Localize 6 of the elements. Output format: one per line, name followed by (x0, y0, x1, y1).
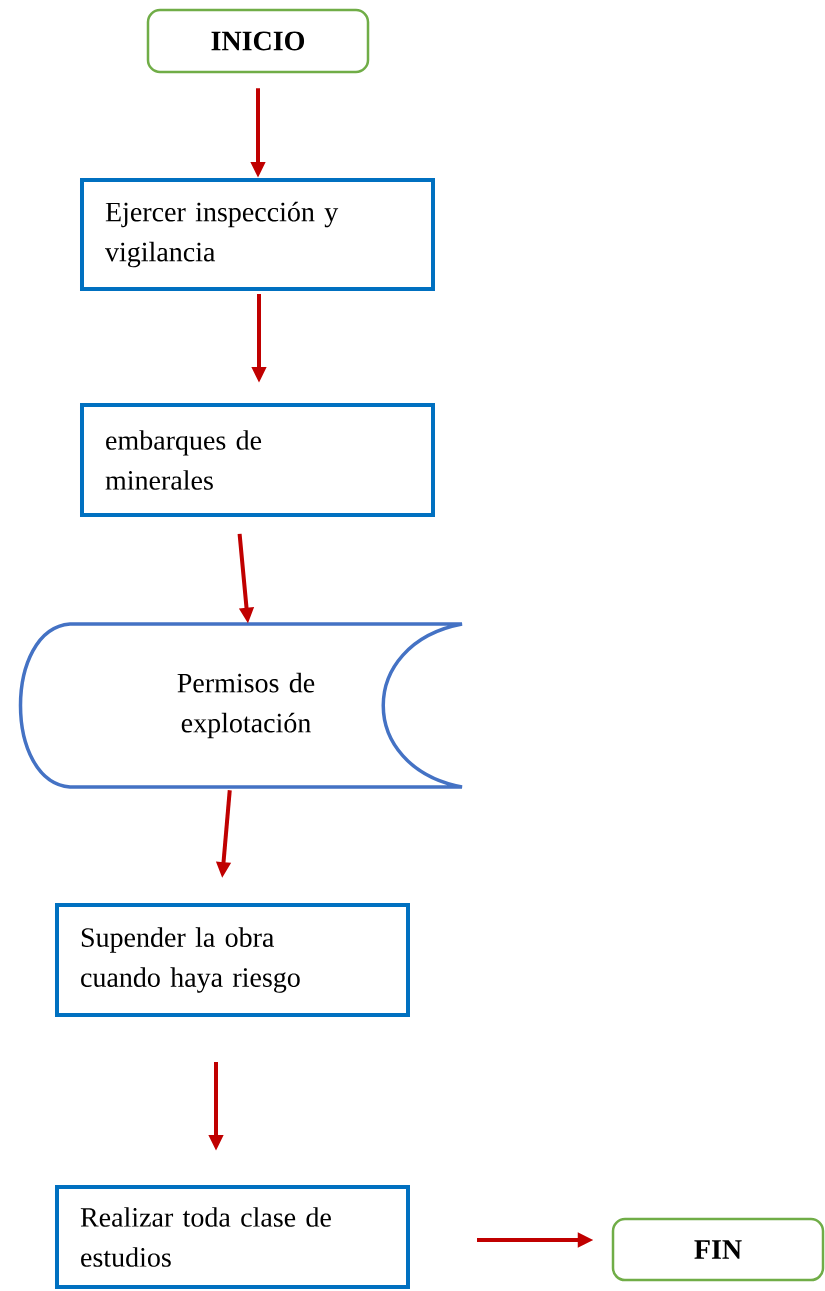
process-box: Realizar toda clase de estudios (55, 1185, 410, 1289)
terminal-box: INICIO (146, 8, 370, 74)
process-box: Ejercer inspección y vigilancia (80, 178, 435, 291)
process-box: embarques de minerales (80, 403, 435, 517)
terminal-box: FIN (611, 1217, 825, 1282)
process-box: Supender la obra cuando haya riesgo (55, 903, 410, 1017)
